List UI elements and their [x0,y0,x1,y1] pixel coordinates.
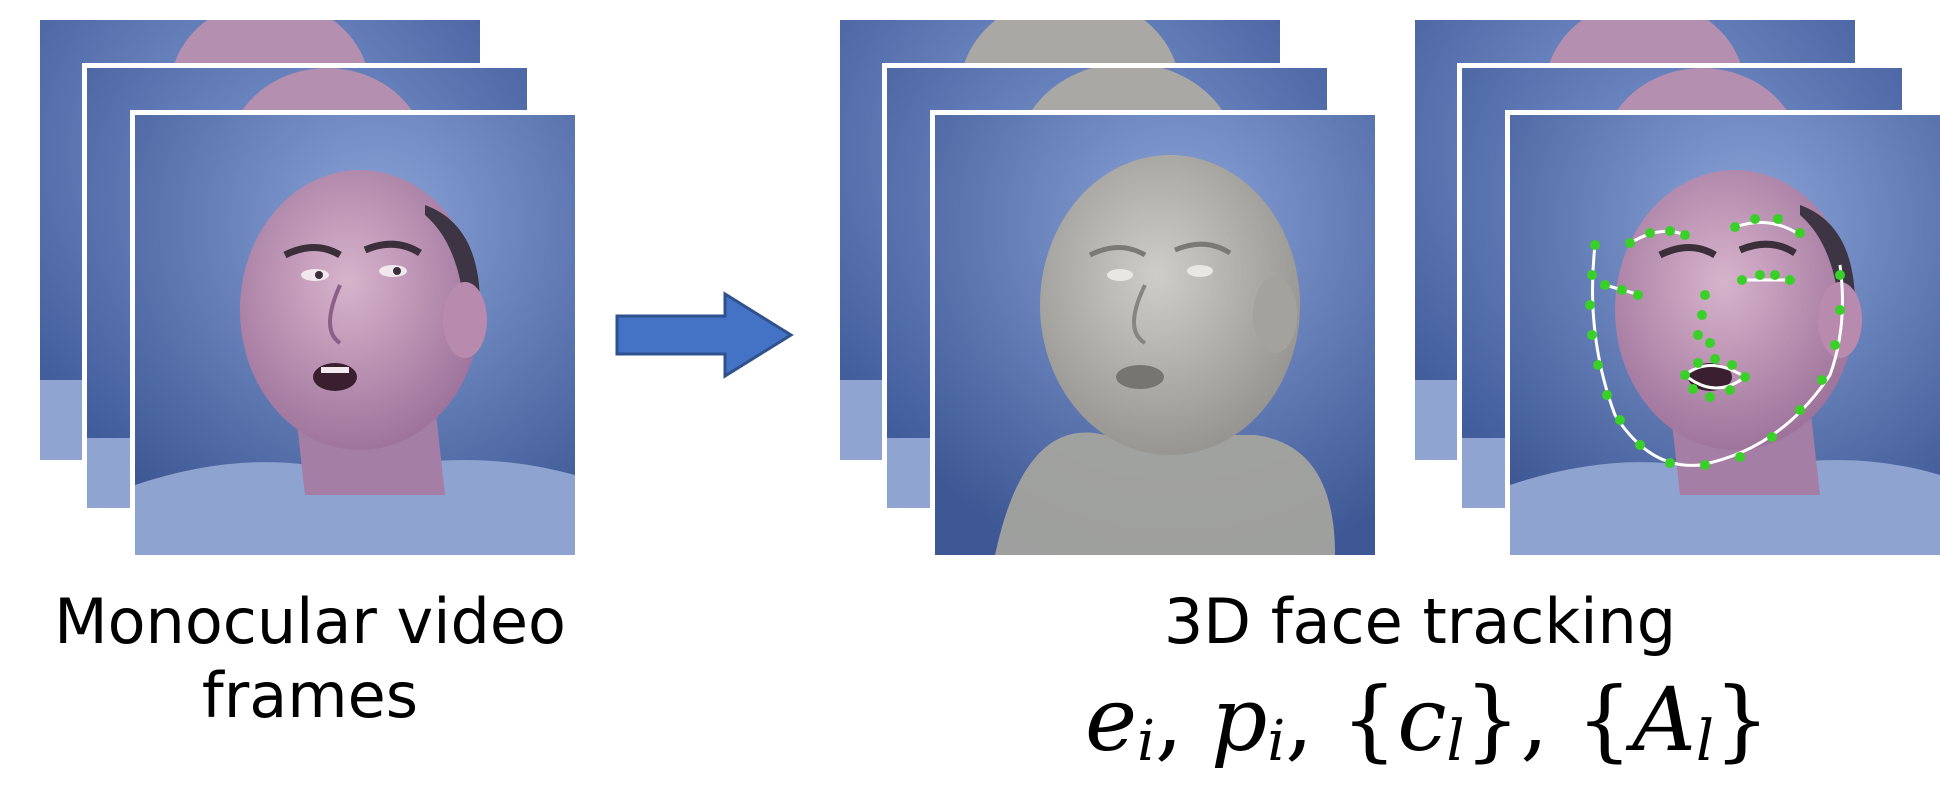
left-caption-line2: frames [201,659,419,732]
tracking-parameters-formula: ei, pi, {cl}, {Al} [1085,668,1770,774]
param-A: A [1632,668,1696,771]
lbrace-2: { [1576,668,1633,771]
face-landmarks-image [1510,115,1940,555]
rbrace-1: } [1464,668,1521,771]
param-p-subscript: i [1267,709,1286,774]
rbrace-2: } [1713,668,1770,771]
left-caption: Monocular video frames [30,585,590,733]
comma-3: , [1520,668,1549,771]
param-c: c [1397,668,1447,771]
landmark-points [1585,214,1845,470]
landmark-frame-front [1505,110,1940,560]
right-arrow-icon [615,291,794,379]
lbrace-1: { [1341,668,1398,771]
render-frame-front [930,110,1380,560]
param-c-subscript: l [1446,709,1465,774]
face-model-image [935,115,1375,555]
param-e-subscript: i [1137,709,1155,774]
comma-2: , [1285,668,1314,771]
video-frame-front [130,110,580,560]
comma-1: , [1155,668,1183,771]
left-caption-line1: Monocular video [54,585,566,658]
param-e: e [1085,668,1138,771]
face-photo-image [135,115,575,555]
param-p: p [1210,668,1268,771]
param-A-subscript: l [1695,709,1714,774]
right-caption: 3D face tracking [1163,585,1677,658]
